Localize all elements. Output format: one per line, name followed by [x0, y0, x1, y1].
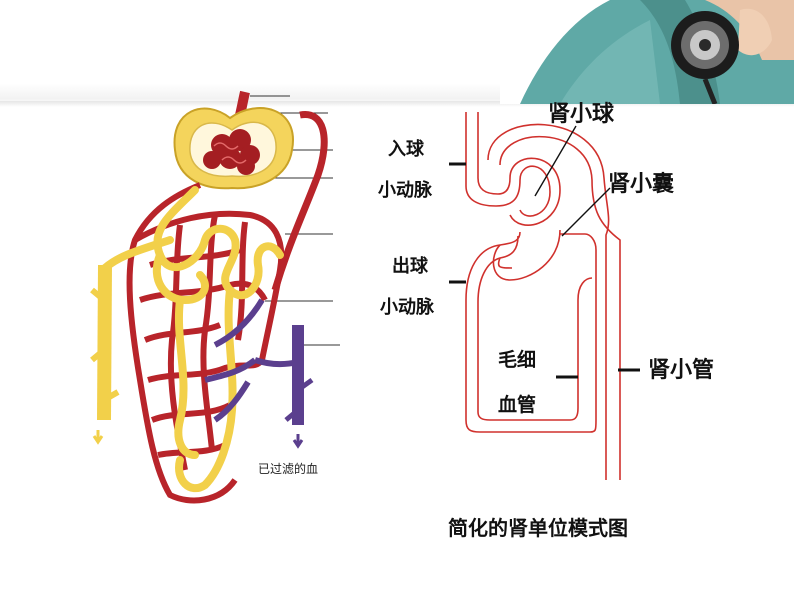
- afferent-arteriole-label-line1: 入球: [388, 139, 424, 160]
- capillary-label-line1: 毛细: [498, 349, 537, 371]
- capsule-label: 肾小囊: [608, 172, 675, 197]
- filtered-blood-label: 已过滤的血: [258, 462, 319, 476]
- capillary-label-line2: 血管: [498, 394, 537, 416]
- doctor-stethoscope-photo: [500, 0, 794, 104]
- afferent-arteriole-label-line2: 小动脉: [378, 180, 432, 201]
- glomerulus-label: 肾小球: [548, 102, 615, 127]
- efferent-arteriole-label-line1: 出球: [392, 256, 428, 277]
- tubule-label: 肾小管: [648, 358, 715, 383]
- header-divider: [0, 101, 794, 107]
- schematic-caption: 简化的肾单位模式图: [448, 516, 628, 540]
- efferent-arteriole-label-line2: 小动脉: [380, 297, 434, 318]
